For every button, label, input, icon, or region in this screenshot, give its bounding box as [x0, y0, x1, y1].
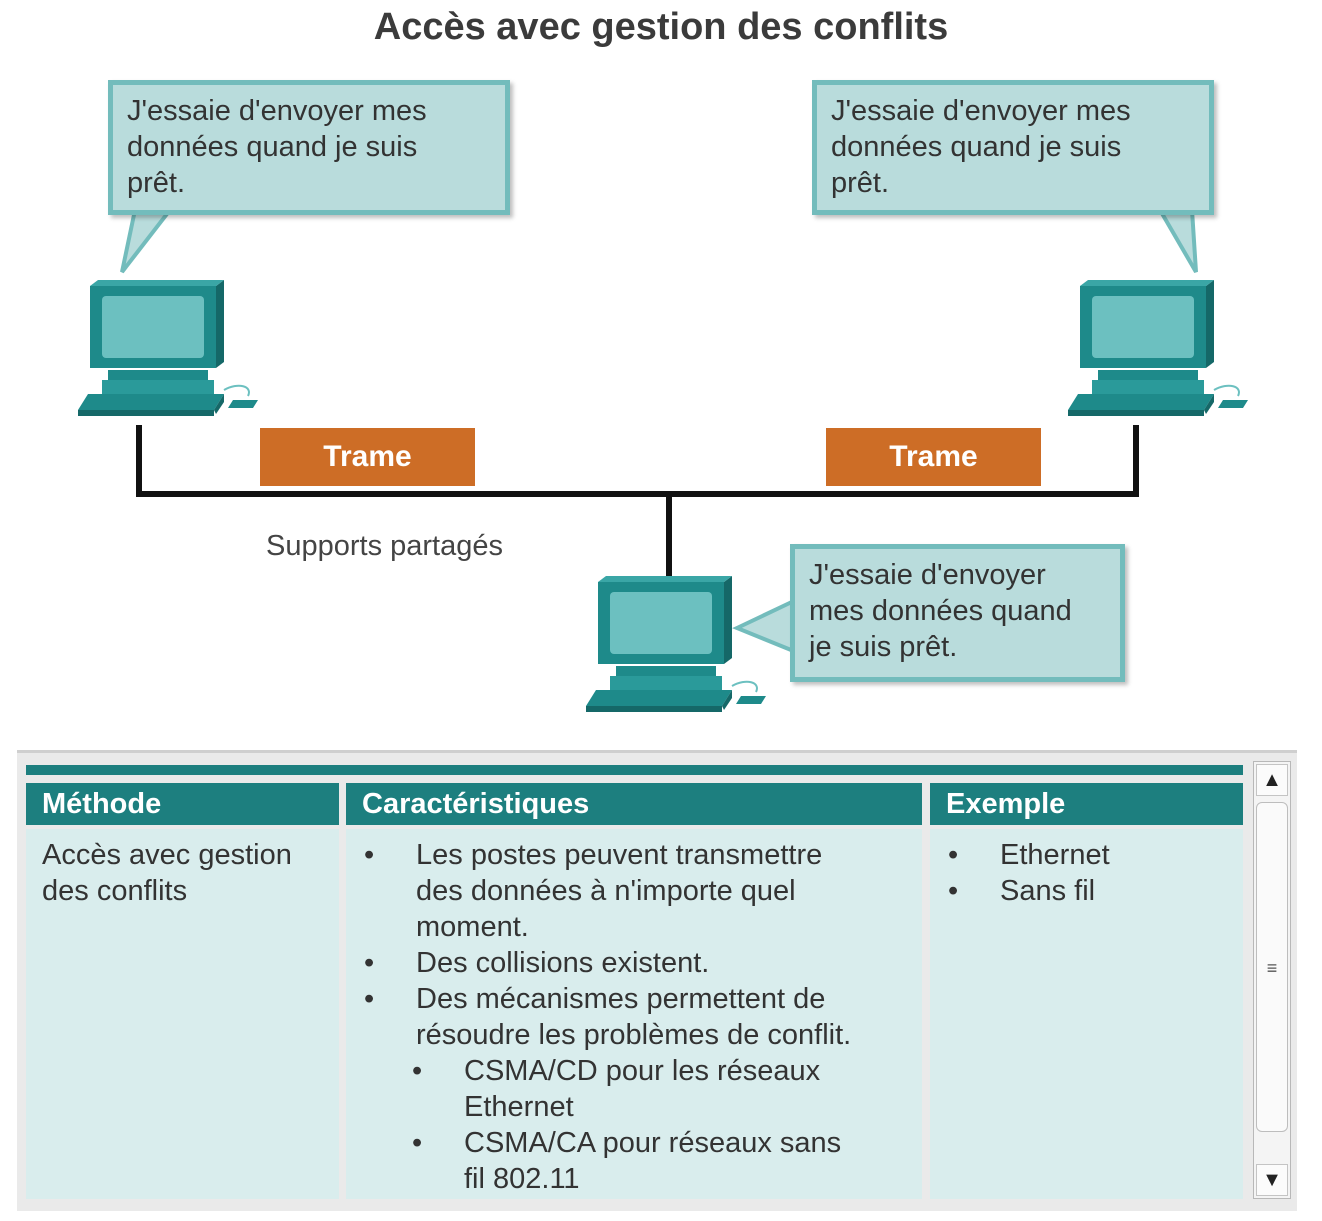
left-bubble-line-2: données quand je suis	[127, 131, 418, 163]
bullet-icon: •	[364, 947, 375, 979]
bullet-icon: •	[364, 983, 375, 1015]
scroll-grip-icon: ≡	[1266, 958, 1278, 978]
scroll-thumb[interactable]: ≡	[1256, 802, 1288, 1132]
characteristic-line: CSMA/CD pour les réseaux	[464, 1055, 821, 1087]
characteristics-list: • Les postes peuvent transmettre des donné…	[346, 837, 922, 1197]
example-cell: • Ethernet • Sans fil	[930, 829, 1243, 1199]
characteristic-line: CSMA/CA pour réseaux sans	[464, 1127, 842, 1159]
characteristic-line: des données à n'importe quel	[416, 875, 796, 907]
header-method: Méthode	[26, 783, 339, 825]
bottom-bubble-line-2: mes données quand	[809, 595, 1072, 627]
characteristic-line: fil 802.11	[464, 1163, 580, 1195]
bottom-bubble-tail	[732, 596, 798, 655]
method-line-2: des conflits	[42, 875, 188, 907]
scroll-up-arrow-icon[interactable]: ▲	[1256, 764, 1288, 796]
methods-table-panel: Méthode Caractéristiques Exemple Accès a…	[17, 750, 1297, 1211]
left-bubble-line-1: J'essaie d'envoyer mes	[127, 95, 427, 127]
bottom-speech-bubble: J'essaie d'envoyer mes données quand je …	[790, 544, 1125, 682]
right-bubble-line-1: J'essaie d'envoyer mes	[831, 95, 1131, 127]
characteristic-item: • CSMA/CA pour réseaux sans fil 802.11	[346, 1125, 922, 1197]
table-top-bar	[26, 765, 1243, 775]
shared-media-label: Supports partagés	[266, 530, 503, 562]
right-bubble-line-2: données quand je suis	[831, 131, 1122, 163]
table-scrollbar[interactable]: ▲ ≡ ▼	[1253, 761, 1291, 1199]
characteristic-item: • Des mécanismes permettent de résoudre le…	[346, 981, 922, 1053]
bullet-icon: •	[412, 1127, 423, 1159]
example-text: Ethernet	[1000, 839, 1110, 871]
characteristic-line: moment.	[416, 911, 529, 943]
bullet-icon: •	[364, 839, 375, 871]
header-characteristics: Caractéristiques	[346, 783, 922, 825]
characteristic-line: Des mécanismes permettent de	[416, 983, 826, 1015]
example-item: • Ethernet	[930, 837, 1243, 873]
left-speech-bubble: J'essaie d'envoyer mes données quand je …	[108, 80, 510, 215]
characteristic-line: Les postes peuvent transmettre	[416, 839, 823, 871]
characteristic-line: Des collisions existent.	[416, 947, 710, 979]
frame-right: Trame	[826, 428, 1041, 486]
bullet-icon: •	[948, 839, 959, 871]
header-example: Exemple	[930, 783, 1243, 825]
method-line-1: Accès avec gestion	[42, 839, 292, 871]
computer-left-icon	[77, 279, 259, 417]
right-speech-bubble: J'essaie d'envoyer mes données quand je …	[812, 80, 1214, 215]
characteristic-line: résoudre les problèmes de conflit.	[416, 1019, 852, 1051]
bottom-bubble-line-1: J'essaie d'envoyer	[809, 559, 1046, 591]
shared-medium-bus	[136, 425, 1139, 580]
example-item: • Sans fil	[930, 873, 1243, 909]
bullet-icon: •	[412, 1055, 423, 1087]
frame-left: Trame	[260, 428, 475, 486]
diagram-title: Accès avec gestion des conflits	[373, 6, 949, 48]
left-bubble-tail	[120, 208, 175, 274]
method-cell: Accès avec gestion des conflits	[26, 829, 339, 1199]
bullet-icon: •	[948, 875, 959, 907]
computer-right-icon	[1067, 279, 1249, 417]
characteristic-line: Ethernet	[464, 1091, 574, 1123]
example-text: Sans fil	[1000, 875, 1096, 907]
characteristic-item: • Les postes peuvent transmettre des donné…	[346, 837, 922, 945]
characteristic-item: • Des collisions existent.	[346, 945, 922, 981]
right-bubble-tail	[1156, 208, 1198, 274]
computer-bottom-icon	[585, 575, 767, 713]
characteristics-cell: • Les postes peuvent transmettre des donné…	[346, 829, 922, 1199]
left-bubble-line-3: prêt.	[127, 167, 186, 199]
bottom-bubble-line-3: je suis prêt.	[809, 631, 958, 663]
example-list: • Ethernet • Sans fil	[930, 837, 1243, 909]
right-bubble-line-3: prêt.	[831, 167, 890, 199]
scroll-down-arrow-icon[interactable]: ▼	[1256, 1164, 1288, 1196]
